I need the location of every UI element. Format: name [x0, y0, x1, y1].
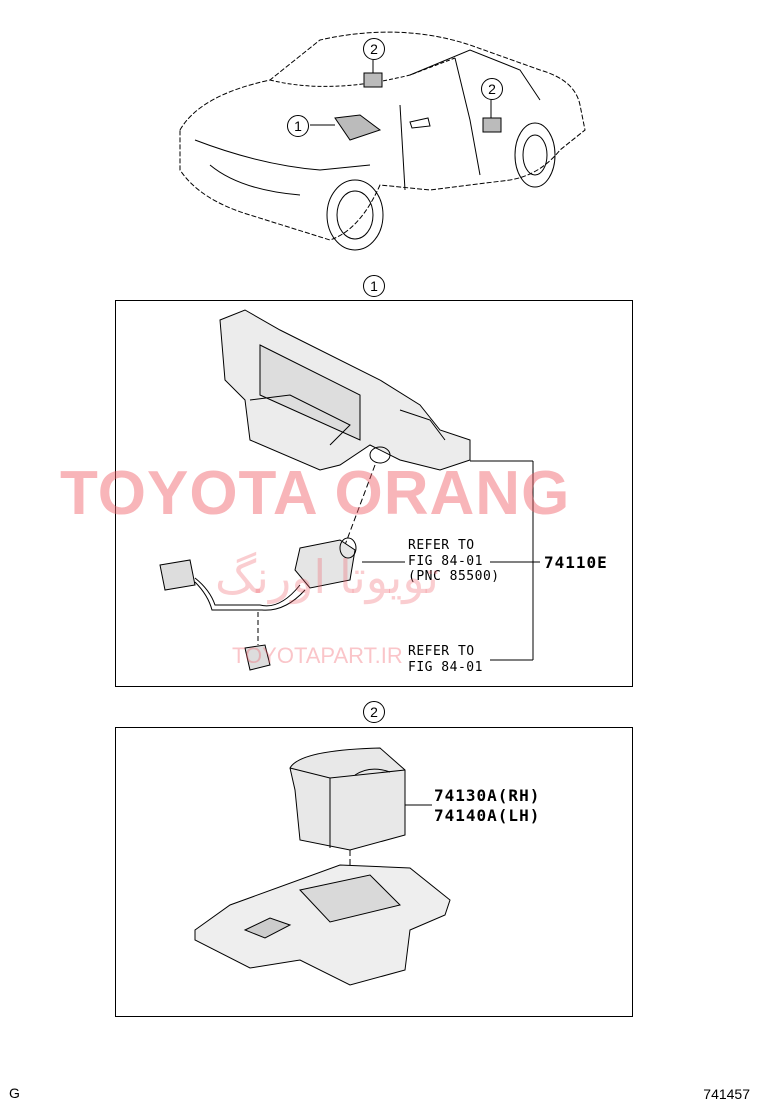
callout-2-car-front: 2	[363, 38, 385, 60]
section-2-callout: 2	[363, 701, 385, 723]
footer-figure-number: 741457	[703, 1086, 750, 1102]
car-overview-illustration	[179, 31, 586, 251]
refer-to-fig-a-line1: REFER TO	[408, 538, 475, 553]
part-number-74130A-rh[interactable]: 74130A(RH)	[434, 786, 541, 805]
part-number-74110E[interactable]: 74110E	[544, 553, 608, 572]
refer-to-fig-a-pnc: (PNC 85500)	[408, 569, 500, 584]
section-1-frame	[115, 300, 633, 687]
refer-to-fig-b-line2: FIG 84-01	[408, 660, 483, 675]
footer-left-code: G	[9, 1085, 20, 1101]
section-1-callout: 1	[363, 275, 385, 297]
refer-to-fig-b-line1: REFER TO	[408, 644, 475, 659]
part-number-74140A-lh[interactable]: 74140A(LH)	[434, 806, 541, 825]
callout-1-car: 1	[287, 115, 309, 137]
refer-to-fig-a-line2: FIG 84-01	[408, 554, 483, 569]
callout-2-car-rear: 2	[481, 78, 503, 100]
section-2-frame	[115, 727, 633, 1017]
